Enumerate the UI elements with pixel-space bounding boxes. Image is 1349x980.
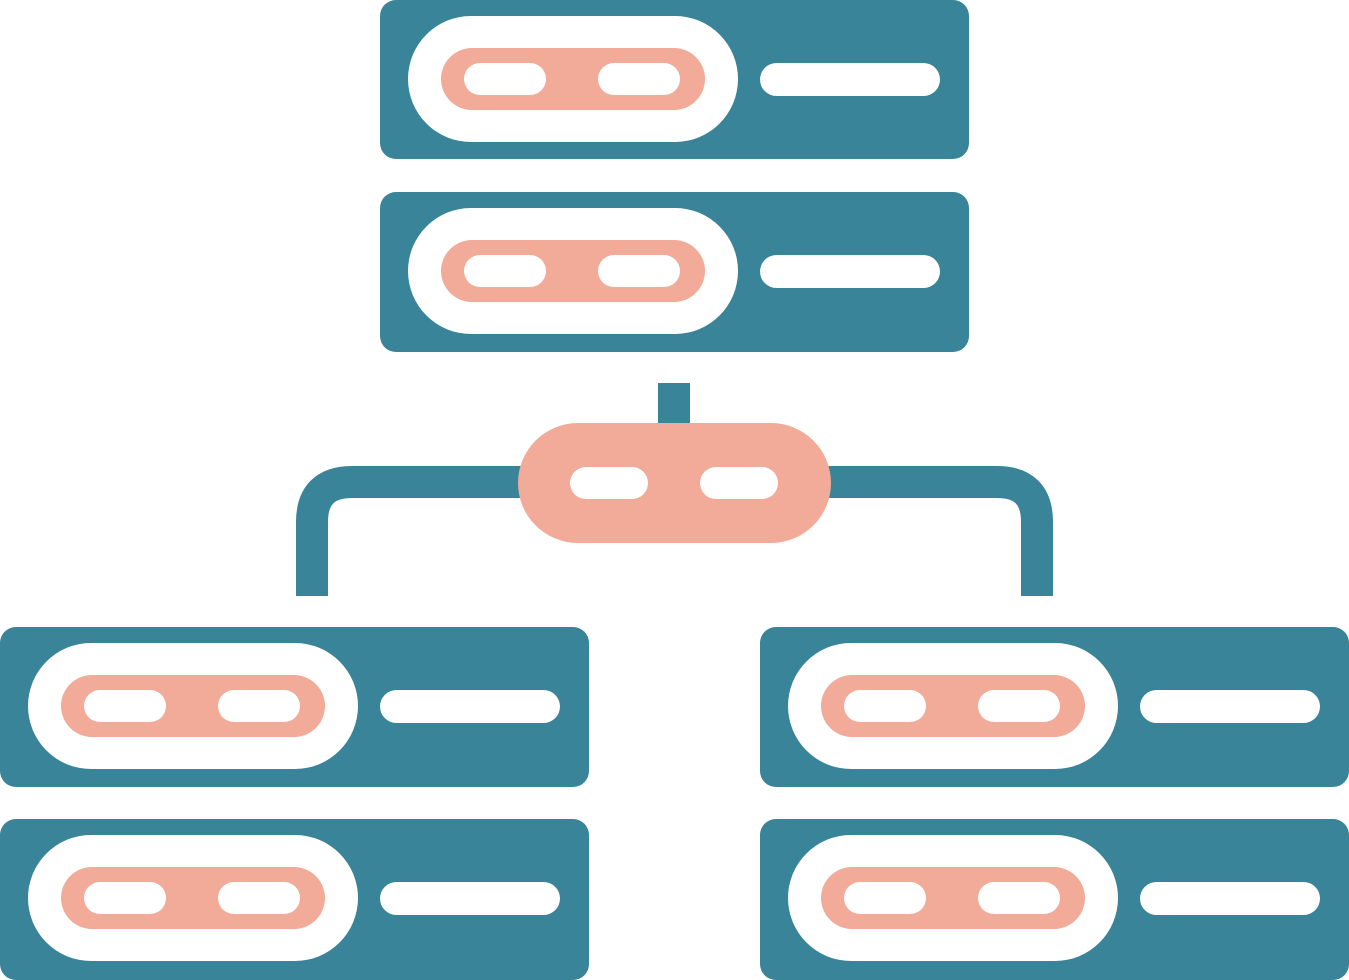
server-right-1 xyxy=(760,627,1349,787)
server-top-1 xyxy=(380,0,969,159)
server-top-2 xyxy=(380,192,969,352)
branch-lines xyxy=(296,466,1053,596)
server-right-2 xyxy=(760,819,1349,980)
drive-slot-left xyxy=(84,882,166,914)
drive-slot-right xyxy=(978,690,1060,722)
server-left-1 xyxy=(0,627,589,787)
network-connectors xyxy=(658,383,690,427)
right-branch-line xyxy=(820,466,1053,596)
drive-slot-right xyxy=(218,690,300,722)
drive-slot-right xyxy=(978,882,1060,914)
status-line xyxy=(760,63,940,96)
drive-slot-left xyxy=(84,690,166,722)
drive-slot-right xyxy=(598,63,680,95)
left-branch-line xyxy=(296,466,530,596)
drive-slot-left xyxy=(464,63,546,95)
drive-slot-right xyxy=(598,255,680,287)
status-line xyxy=(1140,690,1320,723)
hub-port-right xyxy=(700,467,778,499)
status-line xyxy=(380,882,560,915)
drive-slot-left xyxy=(464,255,546,287)
drive-slot-right xyxy=(218,882,300,914)
hub-body xyxy=(518,423,831,543)
status-line xyxy=(380,690,560,723)
hub-port-left xyxy=(570,467,648,499)
status-line xyxy=(760,255,940,288)
drive-slot-left xyxy=(844,690,926,722)
network-hub xyxy=(518,423,831,543)
drive-slot-left xyxy=(844,882,926,914)
status-line xyxy=(1140,882,1320,915)
top-connector xyxy=(658,383,690,427)
server-left-2 xyxy=(0,819,589,980)
